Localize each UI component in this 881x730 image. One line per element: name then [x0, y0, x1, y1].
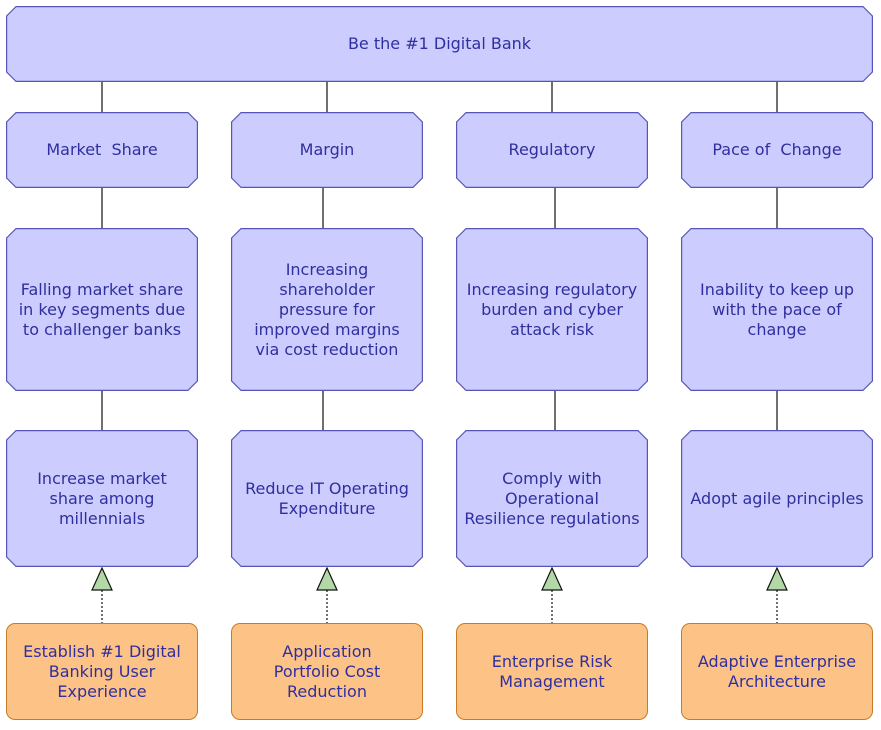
outcome-node-regulatory[interactable]: Comply with Operational Resilience regul…: [456, 430, 648, 567]
assessment-label: Falling market share in key segments due…: [18, 279, 186, 339]
driver-node-pace-of-change[interactable]: Pace of Change: [681, 112, 873, 189]
assessment-label: Inability to keep up with the pace of ch…: [699, 279, 855, 339]
outcome-label: Increase market share among millennials: [37, 468, 167, 528]
assessment-shape: [681, 228, 873, 391]
capability-node-enterprise-architecture[interactable]: Adaptive Enterprise Architecture: [681, 623, 873, 720]
assessment-node-pace-of-change[interactable]: Inability to keep up with the pace of ch…: [681, 228, 873, 391]
assessment-label: Increasing regulatory burden and cyber a…: [466, 279, 638, 339]
outcome-label: Comply with Operational Resilience regul…: [464, 468, 640, 528]
outcome-label: Reduce IT Operating Expenditure: [245, 478, 409, 518]
driver-shape: [231, 112, 423, 189]
capability-node-digital-banking[interactable]: Establish #1 Digital Banking User Experi…: [6, 623, 198, 720]
driver-shape: [456, 112, 648, 189]
outcome-label: Adopt agile principles: [690, 488, 864, 508]
driver-label: Margin: [299, 140, 355, 159]
driver-shape: [6, 112, 198, 189]
realization-arrowhead: [541, 566, 563, 591]
driver-node-market-share[interactable]: Market Share: [6, 112, 198, 189]
driver-shape: [681, 112, 873, 189]
realization-arrowhead: [316, 566, 338, 591]
capability-label: Establish #1 Digital Banking User Experi…: [23, 641, 181, 701]
outcome-shape: [6, 430, 198, 567]
outcome-node-margin[interactable]: Reduce IT Operating Expenditure: [231, 430, 423, 567]
outcome-shape: [231, 430, 423, 567]
outcome-shape: [681, 430, 873, 567]
realization-arrowhead: [91, 566, 113, 591]
capability-node-portfolio-cost[interactable]: Application Portfolio Cost Reduction: [231, 623, 423, 720]
outcome-node-pace-of-change[interactable]: Adopt agile principles: [681, 430, 873, 567]
realization-arrowhead: [766, 566, 788, 591]
driver-label: Market Share: [46, 140, 158, 159]
assessment-label: Increasing shareholder pressure for impr…: [254, 259, 400, 359]
assessment-shape: [231, 228, 423, 391]
outcome-node-market-share[interactable]: Increase market share among millennials: [6, 430, 198, 567]
assessment-node-margin[interactable]: Increasing shareholder pressure for impr…: [231, 228, 423, 391]
capability-label: Application Portfolio Cost Reduction: [273, 641, 381, 701]
assessment-shape: [456, 228, 648, 391]
driver-node-margin[interactable]: Margin: [231, 112, 423, 189]
goal-shape: [6, 6, 874, 83]
capability-node-risk-management[interactable]: Enterprise Risk Management: [456, 623, 648, 720]
driver-label: Pace of Change: [712, 140, 842, 159]
driver-label: Regulatory: [508, 140, 596, 159]
driver-node-regulatory[interactable]: Regulatory: [456, 112, 648, 189]
goal-label: Be the #1 Digital Bank: [347, 34, 532, 53]
outcome-shape: [456, 430, 648, 567]
capability-label: Adaptive Enterprise Architecture: [697, 651, 857, 691]
assessment-node-market-share[interactable]: Falling market share in key segments due…: [6, 228, 198, 391]
assessment-shape: [6, 228, 198, 391]
assessment-node-regulatory[interactable]: Increasing regulatory burden and cyber a…: [456, 228, 648, 391]
goal-node[interactable]: Be the #1 Digital Bank: [6, 6, 874, 83]
capability-label: Enterprise Risk Management: [491, 651, 613, 691]
